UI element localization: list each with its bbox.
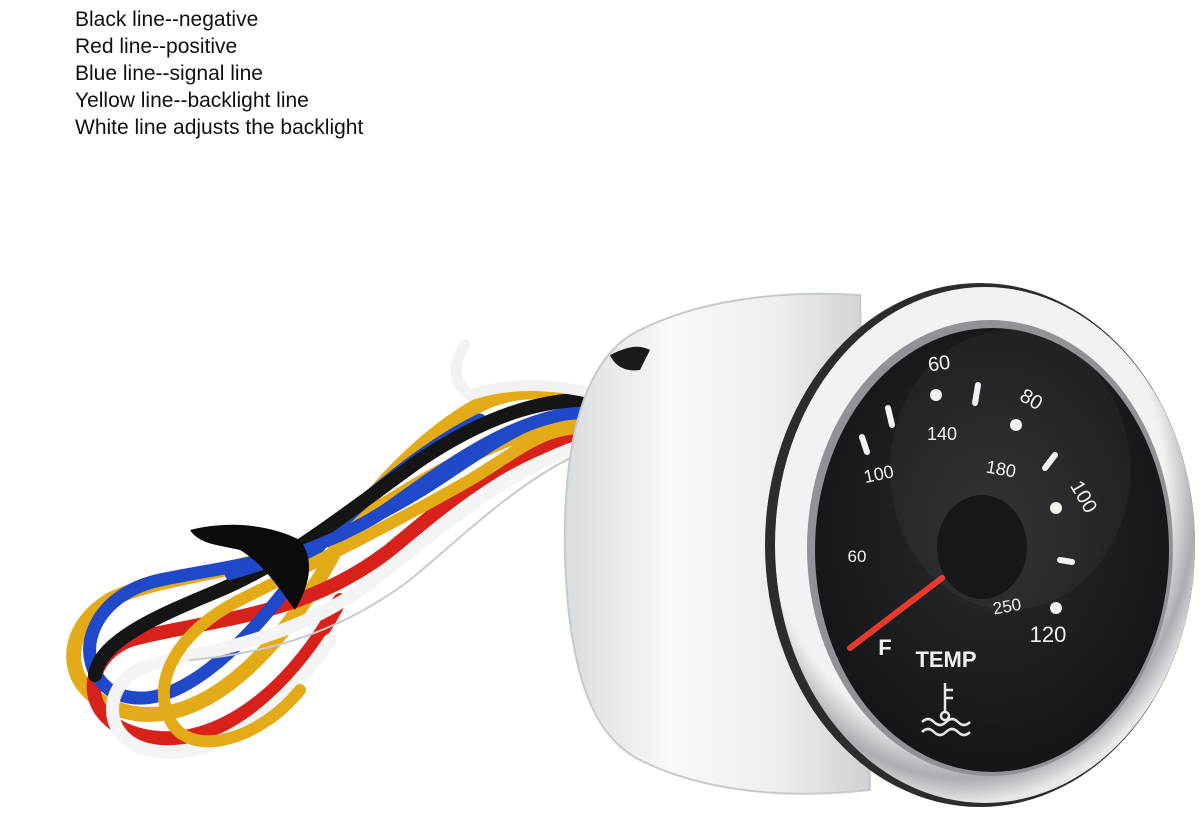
unit-label-f: F	[878, 635, 891, 660]
celsius-label-60: 60	[927, 352, 952, 377]
cable-tie	[190, 524, 310, 610]
legend-black-line: Black line--negative	[75, 8, 259, 31]
fahrenheit-label-250: 250	[991, 595, 1022, 619]
legend-red-line: Red line--positive	[75, 35, 238, 58]
wiring-legend: Black line--negative Red line--positive …	[75, 6, 363, 141]
legend-yellow-line: Yellow line--backlight line	[75, 89, 309, 112]
legend-blue-line: Blue line--signal line	[75, 62, 263, 85]
wire-bundle	[66, 339, 617, 759]
fahrenheit-label-60: 60	[848, 547, 867, 566]
gauge-title-temp: TEMP	[915, 647, 976, 672]
glass-reflection	[890, 330, 1130, 610]
legend-white-line: White line adjusts the backlight	[75, 116, 364, 139]
fahrenheit-label-140: 140	[927, 424, 957, 444]
tick-marks	[859, 382, 1075, 565]
gauge-face: 60 80 100 120 100 140 180 250 60 F TEMP	[847, 330, 1130, 737]
coolant-temperature-icon	[921, 683, 971, 737]
gauge-needle	[847, 495, 1027, 651]
marker-dots	[930, 389, 1062, 614]
celsius-label-120: 120	[1030, 622, 1067, 647]
